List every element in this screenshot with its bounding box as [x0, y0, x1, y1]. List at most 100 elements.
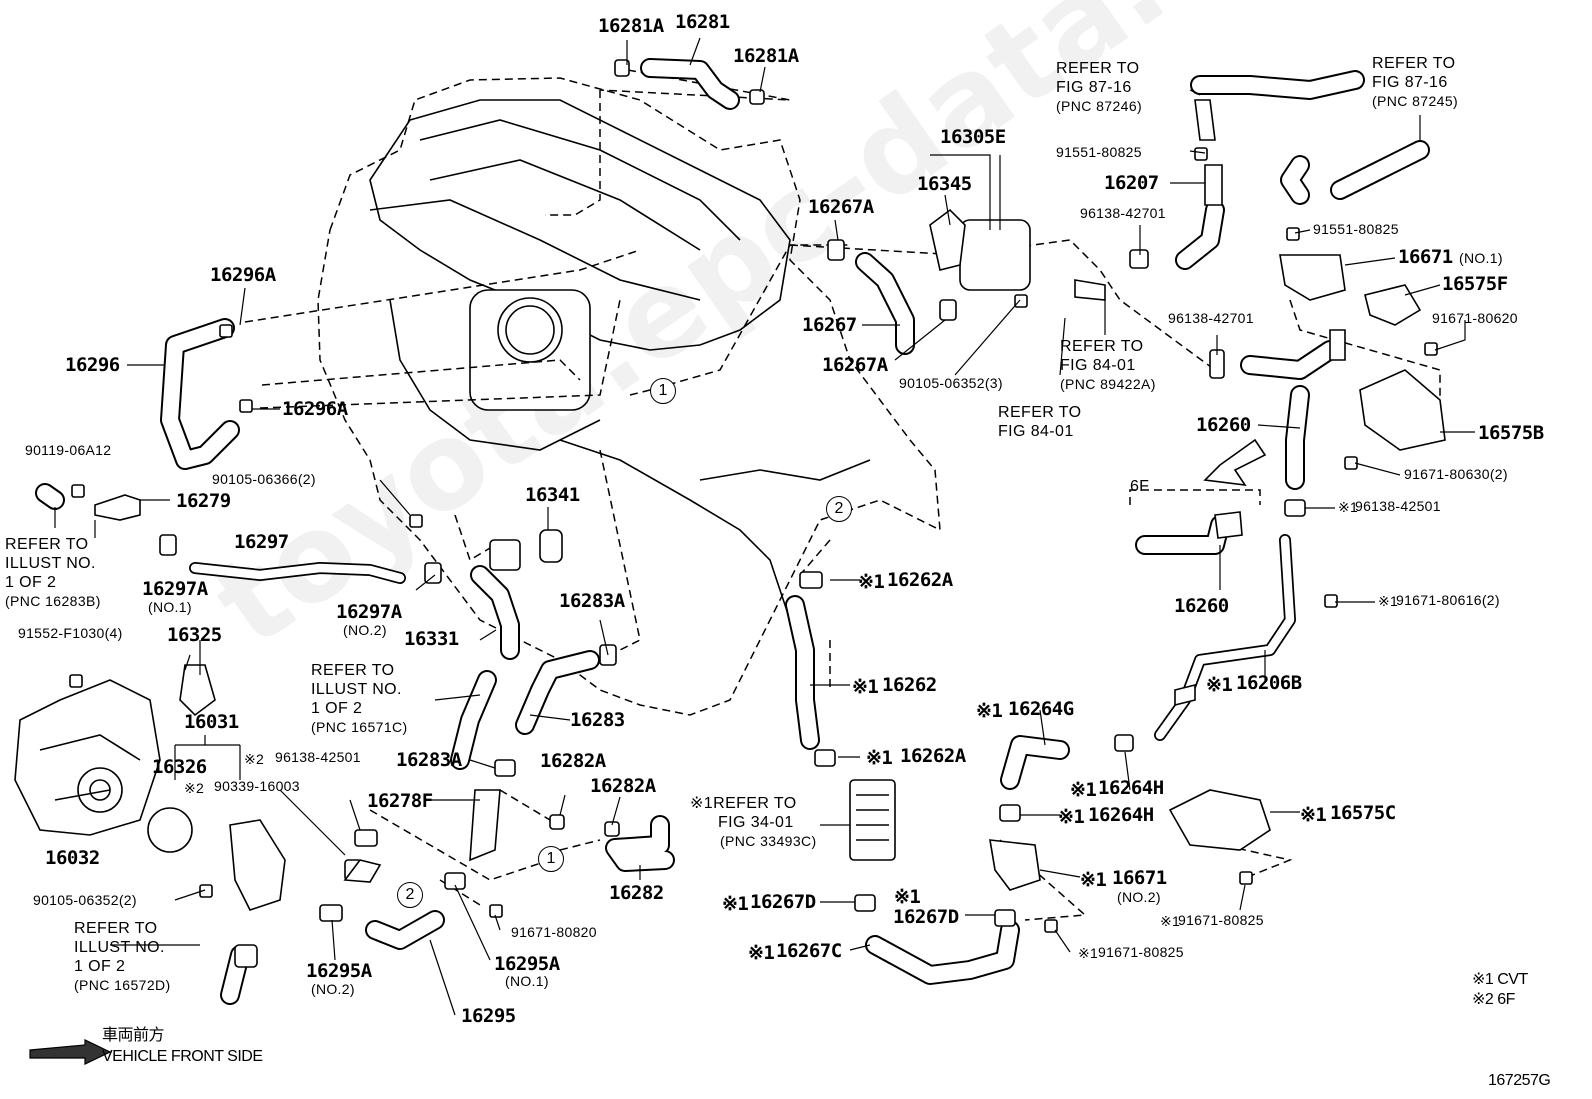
mark-1-16264G: ※1: [976, 700, 1003, 722]
part-16278F[interactable]: 16278F: [367, 790, 433, 812]
part-16032[interactable]: 16032: [45, 847, 100, 869]
part-16296A-top[interactable]: 16296A: [210, 264, 276, 286]
part-16575C[interactable]: 16575C: [1330, 802, 1396, 824]
part-16297A-no2[interactable]: 16297A: [336, 601, 402, 623]
part-91671-80825-a[interactable]: 91671-80825: [1098, 944, 1184, 960]
refer-87246[interactable]: REFER TO FIG 87-16 (PNC 87246): [1056, 60, 1143, 114]
part-16671-no2[interactable]: 16671: [1112, 867, 1167, 889]
part-16345[interactable]: 16345: [917, 173, 972, 195]
part-96138-42501-right[interactable]: 96138-42501: [1355, 498, 1441, 514]
mark-1-16264H-bot: ※1: [1058, 806, 1085, 828]
refer-33493C[interactable]: ※1REFER TO FIG 34-01 (PNC 33493C): [690, 795, 817, 849]
part-16282A-mid[interactable]: 16282A: [590, 775, 656, 797]
part-16295[interactable]: 16295: [461, 1005, 516, 1027]
refer-16572D[interactable]: REFER TO ILLUST NO. 1 OF 2 (PNC 16572D): [74, 920, 171, 993]
mark-2-90339: ※2: [184, 780, 205, 796]
part-16264G[interactable]: 16264G: [1008, 698, 1074, 720]
mark-1-16262A-top: ※1: [858, 571, 885, 593]
callout-1-lower: 1: [538, 846, 564, 872]
part-91671-80620[interactable]: 91671-80620: [1432, 310, 1518, 326]
part-16267A-bot[interactable]: 16267A: [822, 354, 888, 376]
part-91671-80616[interactable]: 91671-80616(2): [1396, 592, 1500, 608]
part-96138-42701-a[interactable]: 96138-42701: [1080, 205, 1166, 221]
part-16295A-no1[interactable]: 16295A: [494, 953, 560, 975]
part-16575F[interactable]: 16575F: [1442, 273, 1508, 295]
refer-16283B[interactable]: REFER TO ILLUST NO. 1 OF 2 (PNC 16283B): [5, 536, 101, 609]
part-16305E[interactable]: 16305E: [940, 126, 1006, 148]
part-16326[interactable]: 16326: [152, 756, 207, 778]
part-16262A-top[interactable]: 16262A: [887, 569, 953, 591]
part-90105-06366[interactable]: 90105-06366(2): [212, 471, 316, 487]
mark-1-16267C: ※1: [748, 942, 775, 964]
part-16283A-top[interactable]: 16283A: [559, 590, 625, 612]
part-16671-no2-sub: (NO.2): [1117, 889, 1161, 905]
mark-1-16267D-left: ※1: [722, 893, 749, 915]
part-16264H-top[interactable]: 16264H: [1098, 777, 1164, 799]
part-91551-80825-a[interactable]: 91551-80825: [1056, 144, 1142, 160]
part-90105-06352-3[interactable]: 90105-06352(3): [899, 375, 1003, 391]
part-16260-a[interactable]: 16260: [1196, 414, 1251, 436]
variant-6F-label: 6F: [1130, 478, 1150, 495]
part-16282A-top[interactable]: 16282A: [540, 750, 606, 772]
part-91671-80630[interactable]: 91671-80630(2): [1404, 466, 1508, 482]
part-16031[interactable]: 16031: [184, 711, 239, 733]
part-16341[interactable]: 16341: [525, 484, 580, 506]
part-16281A-top[interactable]: 16281A: [598, 15, 664, 37]
legend-6f: ※2 6F: [1472, 991, 1515, 1008]
part-16267D-right[interactable]: 16267D: [893, 906, 959, 928]
mark-1-16262: ※1: [852, 676, 879, 698]
part-16297[interactable]: 16297: [234, 531, 289, 553]
part-16267D-left[interactable]: 16267D: [750, 891, 816, 913]
part-96138-42501-left[interactable]: 96138-42501: [275, 749, 361, 765]
part-16296[interactable]: 16296: [65, 354, 120, 376]
part-16264H-bot[interactable]: 16264H: [1088, 804, 1154, 826]
part-16297A-no1[interactable]: 16297A: [142, 578, 208, 600]
part-16207[interactable]: 16207: [1104, 172, 1159, 194]
part-16267A-top[interactable]: 16267A: [808, 196, 874, 218]
part-16671-no1-sub: (NO.1): [1459, 250, 1503, 266]
part-16295A-no1-sub: (NO.1): [505, 973, 549, 989]
mark-1-16575C: ※1: [1300, 804, 1327, 826]
part-91552-F1030[interactable]: 91552-F1030(4): [18, 625, 123, 641]
callout-1-engine: 1: [650, 378, 676, 404]
assembly-lines: [244, 69, 1441, 921]
callout-2-engine: 2: [826, 496, 852, 522]
refer-16571C[interactable]: REFER TO ILLUST NO. 1 OF 2 (PNC 16571C): [311, 662, 408, 735]
refer-89422A[interactable]: REFER TO FIG 84-01 (PNC 89422A): [1060, 338, 1156, 392]
mark-2-96138: ※2: [244, 751, 265, 767]
callout-2-lower: 2: [397, 882, 423, 908]
part-96138-42701-b[interactable]: 96138-42701: [1168, 310, 1254, 326]
part-91671-80825-b[interactable]: 91671-80825: [1178, 912, 1264, 928]
part-16262A-bot[interactable]: 16262A: [900, 745, 966, 767]
part-16283A-mid[interactable]: 16283A: [396, 749, 462, 771]
part-16281A-right[interactable]: 16281A: [733, 45, 799, 67]
part-16325[interactable]: 16325: [167, 624, 222, 646]
part-16297A-no1-sub: (NO.1): [148, 599, 192, 615]
part-16267[interactable]: 16267: [802, 314, 857, 336]
part-16671-no1[interactable]: 16671: [1398, 246, 1453, 268]
part-16575B[interactable]: 16575B: [1478, 422, 1544, 444]
refer-84-01[interactable]: REFER TO FIG 84-01: [998, 404, 1082, 440]
part-16296A-bot[interactable]: 16296A: [282, 398, 348, 420]
part-91671-80820[interactable]: 91671-80820: [511, 924, 597, 940]
mark-1-16264H-top: ※1: [1070, 779, 1097, 801]
part-16282[interactable]: 16282: [609, 882, 664, 904]
part-16279[interactable]: 16279: [176, 490, 231, 512]
part-91551-80825-b[interactable]: 91551-80825: [1313, 221, 1399, 237]
part-16267C[interactable]: 16267C: [776, 940, 842, 962]
part-16281[interactable]: 16281: [675, 11, 730, 33]
mark-1-16262A-bot: ※1: [866, 747, 893, 769]
mark-1-16206B: ※1: [1206, 674, 1233, 696]
part-16295A-no2[interactable]: 16295A: [306, 960, 372, 982]
part-16260-b[interactable]: 16260: [1174, 595, 1229, 617]
part-90119-06A12[interactable]: 90119-06A12: [25, 442, 112, 458]
part-16331[interactable]: 16331: [404, 628, 459, 650]
part-90339-16003[interactable]: 90339-16003: [214, 778, 300, 794]
part-90105-06352-2[interactable]: 90105-06352(2): [33, 892, 137, 908]
part-16262[interactable]: 16262: [882, 674, 937, 696]
part-16206B[interactable]: 16206B: [1236, 672, 1302, 694]
part-16283[interactable]: 16283: [570, 709, 625, 731]
refer-87245[interactable]: REFER TO FIG 87-16 (PNC 87245): [1372, 55, 1459, 109]
